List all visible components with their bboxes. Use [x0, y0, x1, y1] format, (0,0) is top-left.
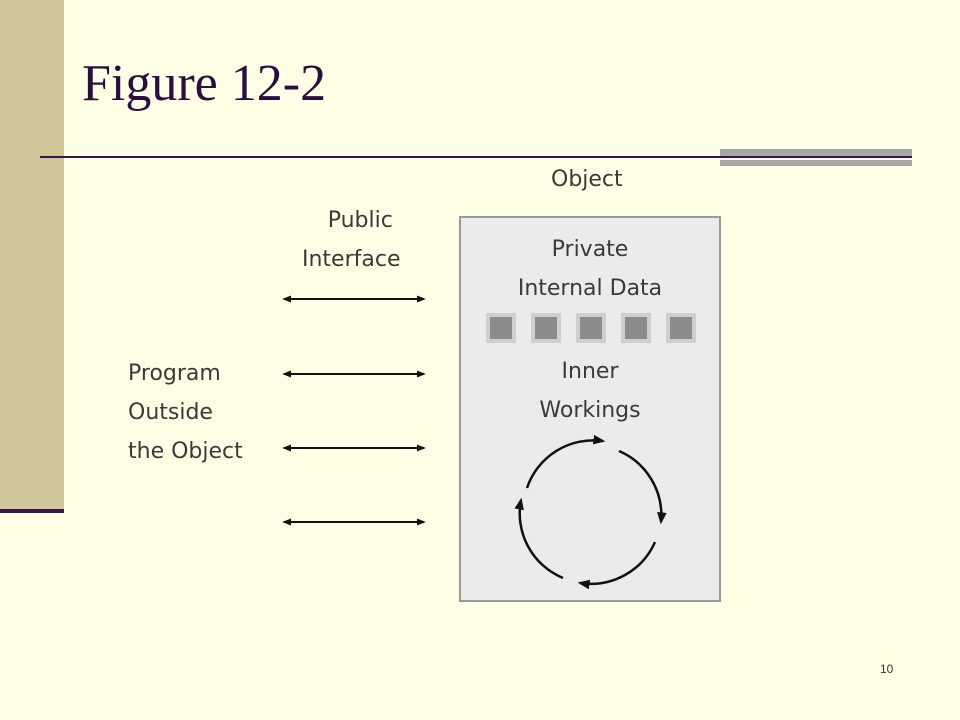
program-outside-line-1: Program [128, 361, 221, 386]
inner-workings-label: Inner Workings [461, 352, 719, 430]
slide-title: Figure 12-2 [82, 55, 327, 112]
page-number: 10 [880, 662, 894, 676]
data-cell-core [490, 317, 512, 339]
public-interface-line-1: Public [327, 208, 393, 233]
sidebar-cap [0, 509, 64, 513]
title-divider [40, 156, 912, 158]
private-data-label: Private Internal Data [461, 230, 719, 308]
data-cell-core [625, 317, 647, 339]
private-data-line-2: Internal Data [517, 276, 663, 301]
cycle-icon [514, 434, 667, 590]
program-outside-line-3: the Object [128, 439, 243, 464]
program-outside-line-2: Outside [128, 400, 213, 425]
data-cell-core [535, 317, 557, 339]
private-data-line-1: Private [551, 237, 629, 262]
inner-workings-line-1: Inner [561, 359, 619, 384]
data-cell-core [580, 317, 602, 339]
public-interface-line-2: Interface [302, 247, 401, 272]
inner-workings-line-2: Workings [539, 398, 641, 423]
data-cell-core [670, 317, 692, 339]
object-label: Object [551, 167, 623, 192]
object-box [459, 216, 721, 602]
public-interface-label: Public Interface [302, 201, 401, 279]
title-accent-bars [720, 149, 912, 167]
program-outside-label: Program Outside the Object [128, 354, 243, 471]
sidebar-accent [0, 0, 64, 510]
